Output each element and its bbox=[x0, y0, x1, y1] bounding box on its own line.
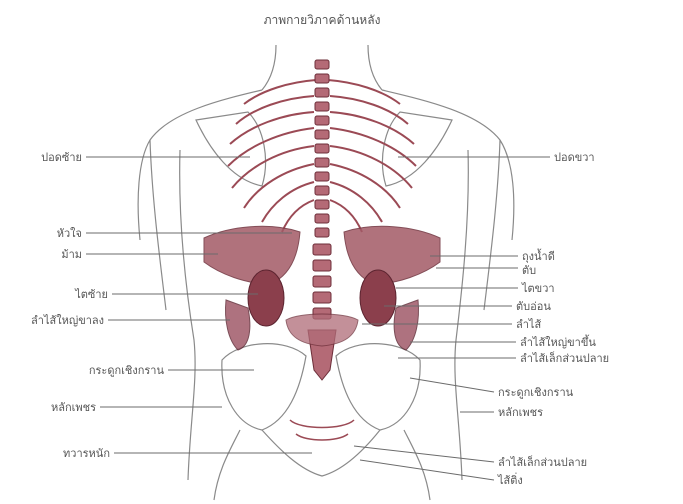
left-labels: ปอดซ้าย หัวใจ ม้าม ไตซ้าย ลำไส้ใหญ่ขาลง … bbox=[31, 151, 164, 460]
label-appendix: ไส้ติ่ง bbox=[497, 472, 523, 487]
label-sacrum-left: หลักเพชร bbox=[51, 401, 96, 414]
label-left-kidney: ไตซ้าย bbox=[74, 288, 108, 301]
label-liver: ตับ bbox=[522, 264, 536, 277]
label-ileum-upper: ลำไส้เล็กส่วนปลาย bbox=[520, 351, 609, 365]
label-pelvis-left: กระดูกเชิงกราน bbox=[89, 364, 165, 377]
label-heart: หัวใจ bbox=[57, 227, 82, 240]
label-descending-colon: ลำไส้ใหญ่ขาลง bbox=[31, 314, 104, 327]
label-pancreas: ตับอ่อน bbox=[516, 300, 551, 313]
label-right-kidney: ไตขวา bbox=[521, 282, 555, 295]
label-pelvis-right: กระดูกเชิงกราน bbox=[498, 386, 574, 399]
diagram-title: ภาพกายวิภาคด้านหลัง bbox=[264, 13, 381, 27]
label-spleen: ม้าม bbox=[61, 248, 82, 261]
label-ileum-lower: ลำไส้เล็กส่วนปลาย bbox=[498, 455, 587, 469]
label-ascending-colon: ลำไส้ใหญ่ขาขึ้น bbox=[520, 334, 596, 349]
organs bbox=[204, 226, 440, 440]
label-anus: ทวารหนัก bbox=[63, 447, 110, 460]
label-left-lung: ปอดซ้าย bbox=[41, 151, 82, 164]
body-outline bbox=[138, 45, 514, 500]
label-sacrum-right: หลักเพชร bbox=[498, 406, 543, 419]
label-right-lung: ปอดขวา bbox=[554, 151, 595, 164]
label-intestine: ลำไส้ bbox=[516, 318, 541, 331]
label-gallbladder: ถุงน้ำดี bbox=[522, 248, 555, 263]
